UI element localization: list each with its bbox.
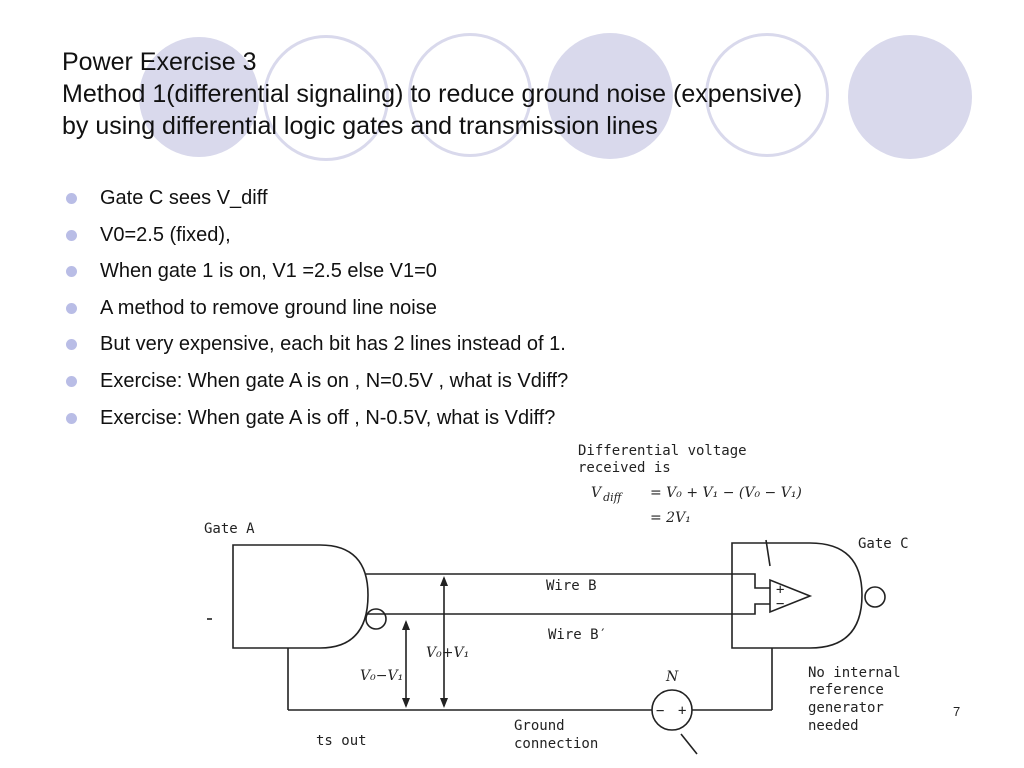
amp-minus-sign: − [776, 596, 784, 612]
bullet-item: Gate C sees V_diff [66, 186, 568, 210]
equation-lhs-sub: diff [603, 491, 624, 504]
bullet-dot-icon [66, 302, 77, 314]
gate-a-symbol [232, 544, 369, 649]
v-sum-arrowhead-top [440, 576, 448, 586]
wire-b-prime-label: Wire B′ [548, 627, 607, 643]
note-line-3: generator [808, 700, 884, 716]
bullet-dot-icon [66, 339, 77, 351]
v-sum-label: V₀+V₁ [426, 645, 469, 661]
decor-circle-5 [705, 33, 829, 157]
decor-circle-2 [263, 35, 389, 161]
bullet-dot-icon [66, 193, 77, 204]
decor-circle-4 [547, 33, 673, 159]
bullet-item: Exercise: When gate A is on , N=0.5V , w… [66, 369, 568, 393]
decor-circle-1 [139, 37, 259, 157]
ground-pointer [680, 733, 698, 755]
caption-line-2: received is [578, 460, 671, 476]
gate-a-inverter-bubble [365, 608, 387, 630]
bullet-dot-icon [66, 266, 77, 278]
decor-circle-3 [408, 33, 532, 157]
note-line-4: needed [808, 718, 859, 734]
v-diff-label: V₀−V₁ [360, 668, 403, 684]
title-line-1: Power Exercise 3 [62, 48, 257, 76]
bullet-item: V0=2.5 (fixed), [66, 223, 568, 247]
ground-label-line-1: Ground [514, 718, 565, 734]
gate-c-symbol [731, 542, 863, 649]
caption-line-1: Differential voltage [578, 443, 747, 459]
bullet-dot-icon [66, 375, 77, 387]
title-line-2: Method 1(differential signaling) to redu… [62, 80, 803, 108]
bullet-text: When gate 1 is on, V1 =2.5 else V1=0 [100, 260, 437, 283]
bullet-item: Exercise: When gate A is off , N-0.5V, w… [66, 406, 568, 430]
bullet-text: A method to remove ground line noise [100, 296, 437, 319]
slide-title: Power Exercise 3 Method 1(differential s… [62, 46, 982, 142]
gate-a-label: Gate A [204, 521, 255, 537]
bullet-text: Gate C sees V_diff [100, 187, 268, 209]
wire-b-label: Wire B [546, 578, 597, 594]
bullet-text: But very expensive, each bit has 2 lines… [100, 333, 566, 356]
noise-source-label: N [665, 669, 679, 685]
equation-rhs-1: = V₀ + V₁ − (V₀ − V₁) [650, 485, 802, 501]
decor-circle-6 [848, 35, 972, 159]
v-diff-arrowhead-bottom [402, 698, 410, 708]
v-diff-arrowhead-top [402, 620, 410, 630]
noise-source-minus: − [656, 703, 664, 719]
ground-label-line-2: connection [514, 736, 598, 752]
amp-plus-sign: + [776, 582, 784, 598]
v-sum-arrowhead-bottom [440, 698, 448, 708]
note-line-2: reference [808, 682, 884, 698]
differential-amplifier [769, 578, 813, 614]
noise-source [651, 689, 693, 731]
bullet-list: Gate C sees V_diff V0=2.5 (fixed), When … [66, 186, 568, 442]
bullet-dot-icon [66, 229, 77, 241]
gate-c-inverter-bubble [864, 586, 886, 608]
bullet-text: Exercise: When gate A is off , N-0.5V, w… [100, 406, 556, 429]
note-line-1: No internal [808, 665, 901, 681]
bullet-item: When gate 1 is on, V1 =2.5 else V1=0 [66, 259, 568, 283]
bullet-item: But very expensive, each bit has 2 lines… [66, 332, 568, 356]
title-line-3: by using differential logic gates and tr… [62, 112, 658, 140]
page-number: 7 [953, 704, 961, 719]
bullet-dot-icon [66, 412, 77, 424]
bullet-text: V0=2.5 (fixed), [100, 223, 231, 246]
amp-input-plus [735, 573, 770, 589]
cut-off-text: ts out [316, 733, 367, 749]
equation-lhs-v: V [591, 485, 603, 501]
amp-input-minus [735, 603, 770, 615]
caption-pointer [765, 539, 771, 567]
bullet-text: Exercise: When gate A is on , N=0.5V , w… [100, 369, 569, 392]
bullet-item: A method to remove ground line noise [66, 296, 568, 320]
equation-rhs-2: = 2V₁ [650, 510, 691, 526]
gate-c-label: Gate C [858, 536, 909, 552]
noise-source-plus: + [678, 703, 686, 719]
